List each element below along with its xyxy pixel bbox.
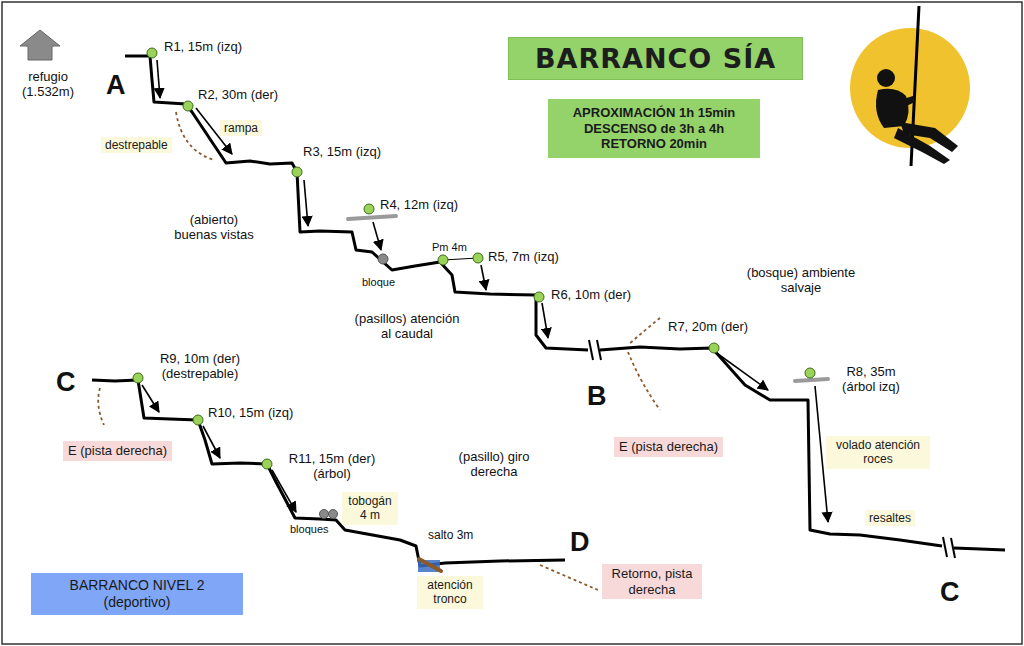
node-text: E (pista derecha): [619, 439, 718, 455]
section-note: (pasillos) atención al caudal: [352, 312, 462, 342]
title-text: BARRANCO SÍA: [535, 43, 776, 74]
note-box: destrepable: [101, 137, 172, 153]
section-letter: C: [56, 367, 76, 398]
section-note: (bosque) ambiente salvaje: [745, 266, 857, 296]
rappel-arrow: [142, 60, 828, 522]
rappel-label: R5, 7m (izq): [488, 250, 559, 265]
rappel-label: R8, 35m (árbol izq): [830, 365, 912, 395]
exit-box: Retorno, pista derecha: [602, 564, 702, 599]
title-box: BARRANCO SÍA: [508, 37, 803, 80]
node-text: atención tronco: [421, 578, 479, 607]
feature-label: salto 3m: [428, 529, 473, 543]
node-text: BARRANCO NIVEL 2 (deportivo): [35, 577, 239, 611]
node-text: E (pista derecha): [68, 443, 167, 459]
rappel-icon: [850, 6, 970, 166]
section-letter: C: [940, 577, 960, 608]
section-letter: D: [570, 527, 590, 558]
node-text: destrepable: [105, 138, 168, 152]
rappel-label: R3, 15m (izq): [303, 145, 381, 160]
rappel-label: R11, 15m (der) (árbol): [282, 452, 382, 482]
info-box: APROXIMACIÓN 1h 15min DESCENSO de 3h a 4…: [548, 99, 760, 158]
rappel-label: R2, 30m (der): [198, 88, 278, 103]
node-text: volado atención roces: [830, 438, 926, 467]
note-box: atención tronco: [417, 576, 483, 609]
rappel-label: R10, 15m (izq): [208, 406, 293, 421]
section-note: (abierto) buenas vistas: [170, 213, 258, 243]
rappel-label: R4, 12m (izq): [380, 198, 458, 213]
rappel-label: R6, 10m (der): [551, 288, 631, 303]
refuge-arrow: [20, 30, 60, 60]
handline-label: Pm 4m: [432, 241, 467, 254]
note-box: rampa: [220, 120, 262, 136]
water-pool: [418, 560, 440, 572]
node-text: Retorno, pista derecha: [607, 566, 697, 597]
profile-line: [92, 380, 565, 566]
break-mark: [589, 340, 955, 558]
node-text: APROXIMACIÓN 1h 15min DESCENSO de 3h a 4…: [556, 105, 752, 152]
section-note: (pasillo) giro derecha: [450, 450, 538, 480]
feature-label: bloques: [290, 523, 329, 536]
note-box: resaltes: [865, 510, 915, 526]
place-label: refugio (1.532m): [8, 70, 88, 100]
log: [419, 559, 441, 571]
node-text: tobogán 4 m: [346, 494, 394, 523]
level-box: BARRANCO NIVEL 2 (deportivo): [31, 573, 243, 615]
anchor-dot: [133, 48, 815, 469]
rappel-label: R1, 15m (izq): [164, 40, 242, 55]
feature-label: bloque: [362, 276, 395, 289]
exit-box: E (pista derecha): [614, 437, 723, 457]
node-text: rampa: [224, 121, 258, 135]
exit-box: E (pista derecha): [63, 441, 172, 461]
profile-line: [600, 347, 942, 546]
note-box: volado atención roces: [826, 436, 930, 469]
trail: [98, 112, 660, 590]
profile-line: [125, 56, 588, 350]
node-text: resaltes: [869, 511, 911, 525]
rappel-label: R9, 10m (der) (destrepable): [150, 352, 250, 382]
profile-line: [954, 548, 1005, 550]
anchor-bar: [348, 216, 828, 381]
note-box: tobogán 4 m: [342, 492, 398, 525]
section-letter: B: [587, 381, 607, 412]
section-letter: A: [106, 70, 126, 101]
rappel-label: R7, 20m (der): [668, 320, 748, 335]
